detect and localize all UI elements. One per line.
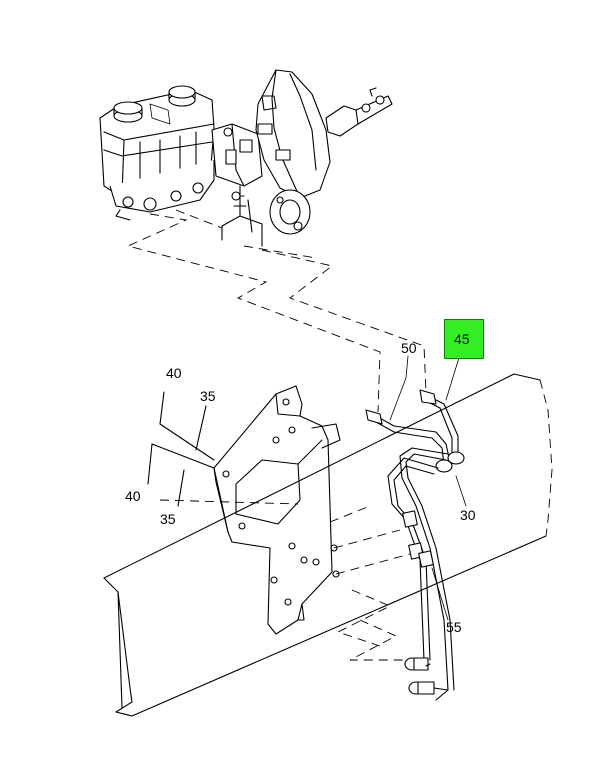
callout-35-bottom[interactable]: 35 xyxy=(160,511,176,527)
callout-leaders xyxy=(389,347,467,621)
bolt-leaders xyxy=(147,391,412,661)
callout-40-top[interactable]: 40 xyxy=(166,365,182,381)
combination-valve xyxy=(211,123,263,247)
callout-50[interactable]: 50 xyxy=(401,340,417,356)
frame-rail xyxy=(103,373,553,717)
highlight-box-45 xyxy=(444,319,484,359)
callout-35-top[interactable]: 35 xyxy=(200,388,216,404)
callout-40-bottom[interactable]: 40 xyxy=(125,488,141,504)
routing-dashed-lines xyxy=(126,209,427,413)
callout-30[interactable]: 30 xyxy=(460,507,476,523)
master-cylinder xyxy=(99,85,215,221)
callout-45[interactable]: 45 xyxy=(454,331,470,347)
brake-booster xyxy=(255,69,393,235)
brake-lines xyxy=(365,389,465,701)
callout-55[interactable]: 55 xyxy=(446,619,462,635)
mounting-bracket xyxy=(213,385,341,635)
